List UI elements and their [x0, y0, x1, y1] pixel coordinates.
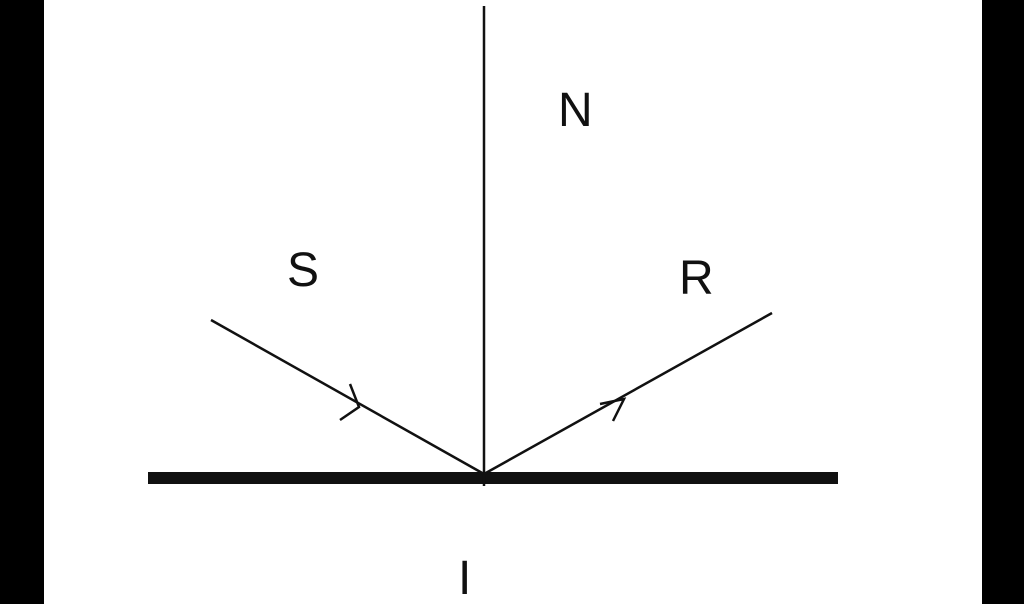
incident-ray	[210, 318, 485, 476]
label-incident: S	[287, 244, 319, 297]
label-reflected: R	[679, 252, 714, 305]
label-point: I	[458, 552, 471, 604]
incident-ray-arrow	[339, 383, 361, 422]
diagram-panel	[44, 0, 982, 604]
reflected-ray	[483, 311, 773, 476]
label-normal: N	[558, 84, 593, 137]
reflected-ray-arrow	[599, 397, 627, 422]
